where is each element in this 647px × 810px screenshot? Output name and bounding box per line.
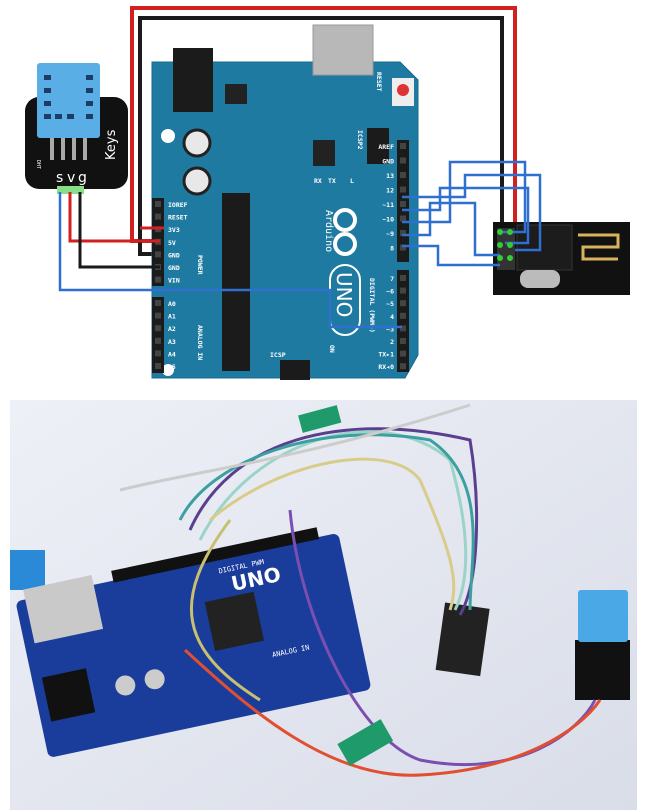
- pin-label: ~5: [386, 300, 394, 308]
- pin-label: 4: [390, 313, 394, 321]
- svg-text:ICSP: ICSP: [270, 351, 286, 359]
- header-pin: [400, 186, 406, 193]
- photo-dht-module: [575, 590, 630, 700]
- header-pin: [400, 300, 406, 307]
- wire-sensor-vcc: [68, 192, 160, 243]
- pin-label: A5: [168, 363, 176, 371]
- photo-assembled-circuit: UNO DIGITAL PWM ANALOG IN: [10, 400, 637, 810]
- pin-label: 13: [386, 172, 394, 180]
- svg-text:v: v: [67, 170, 75, 186]
- header-pin: [400, 325, 406, 332]
- svg-text:ICSP2: ICSP2: [356, 130, 364, 150]
- header-pin: [400, 275, 406, 281]
- pin-label: IOREF: [168, 201, 188, 209]
- header-pin: [400, 143, 406, 149]
- pin-label: ~6: [386, 288, 394, 296]
- dht-sensor-module: Keys DHT s v g: [25, 63, 128, 194]
- pin-label: A4: [168, 350, 176, 358]
- pin-label: A2: [168, 325, 176, 333]
- svg-text:ON: ON: [328, 345, 336, 353]
- microcontroller-chip: [222, 193, 250, 371]
- pin-label: A3: [168, 338, 176, 346]
- header-pin: [155, 300, 161, 306]
- header-pin: [400, 230, 406, 236]
- spi-wires: [402, 160, 542, 267]
- wire-sensor-signal: [58, 192, 402, 329]
- pin-label: ~3: [386, 325, 394, 333]
- header-pin: [400, 363, 406, 370]
- header-pin: [400, 287, 406, 294]
- pin-label: 12: [386, 187, 394, 195]
- header-pin: [155, 312, 161, 319]
- svg-text:DIGITAL (PWM~): DIGITAL (PWM~): [368, 278, 376, 333]
- header-pin: [155, 201, 161, 207]
- pin-label: RX◂0: [378, 363, 394, 371]
- pin-label: GND: [382, 158, 394, 166]
- pin-label: VIN: [168, 277, 180, 285]
- header-pin: [400, 157, 406, 164]
- pin-label: TX▸1: [378, 351, 394, 359]
- wiring-diagram: RESET ICSP2 ICSP ON TX RX L Arduino UNO …: [25, 6, 630, 380]
- svg-text:DHT: DHT: [35, 160, 41, 169]
- svg-text:g: g: [78, 170, 87, 186]
- svg-text:POWER: POWER: [196, 255, 204, 275]
- header-pin: [155, 325, 161, 332]
- svg-text:s: s: [56, 170, 63, 186]
- header-pin: [155, 213, 161, 220]
- pin-label: ~9: [386, 230, 394, 238]
- pin-label: 7: [390, 275, 394, 283]
- pin-label: ~11: [382, 201, 394, 209]
- led-l: L: [350, 177, 354, 185]
- header-pin: [400, 215, 406, 222]
- pin-label: GND: [168, 264, 180, 272]
- header-pin: [155, 337, 161, 344]
- pin-label: A0: [168, 300, 176, 308]
- svg-text:UNO: UNO: [332, 272, 356, 317]
- power-jack: [173, 48, 213, 112]
- svg-text:ANALOG IN: ANALOG IN: [196, 325, 204, 360]
- reset-label: RESET: [375, 72, 383, 92]
- svg-text:Keys: Keys: [104, 129, 119, 160]
- pin-label: AREF: [378, 143, 394, 151]
- photo-nrf-module: [435, 602, 490, 677]
- header-pin: [155, 276, 161, 283]
- nrf24l01-module: [493, 222, 630, 295]
- arduino-logo: Arduino UNO: [323, 208, 361, 336]
- led-rx: RX: [314, 177, 322, 185]
- header-pin: [155, 363, 161, 369]
- pin-label: RESET: [168, 214, 188, 222]
- usb-cable: [10, 550, 45, 590]
- led-tx: TX: [328, 177, 336, 185]
- header-pin: [400, 201, 406, 207]
- photo-arduino-board: UNO DIGITAL PWM ANALOG IN: [16, 527, 371, 757]
- header-pin: [400, 350, 406, 357]
- pin-label: 8: [390, 245, 394, 253]
- header-pin: [155, 251, 161, 258]
- svg-text:Arduino: Arduino: [323, 210, 334, 252]
- pin-label: A1: [168, 313, 176, 321]
- pin-label: ~10: [382, 216, 394, 224]
- header-pin: [400, 244, 406, 251]
- header-pin: [400, 172, 406, 178]
- pin-label: 2: [390, 338, 394, 346]
- pin-label: 3V3: [168, 226, 180, 234]
- usb-port: [312, 24, 374, 76]
- arduino-board: RESET ICSP2 ICSP ON TX RX L Arduino UNO …: [151, 24, 419, 380]
- header-pin: [400, 338, 406, 344]
- header-pin: [400, 312, 406, 319]
- wire-sensor-gnd: [78, 192, 160, 269]
- pin-label: 5V: [168, 239, 176, 247]
- wire-gnd-black: [138, 16, 504, 256]
- pin-label: GND: [168, 251, 180, 259]
- header-pin: [155, 350, 161, 357]
